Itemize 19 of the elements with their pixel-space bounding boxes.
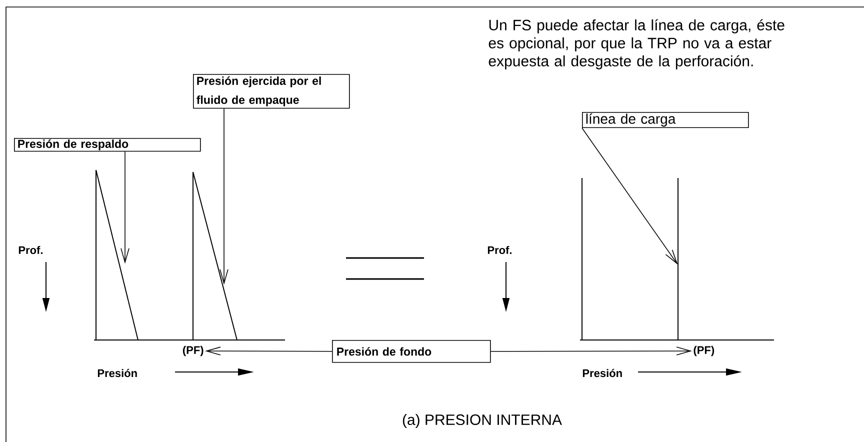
label-box: Presión de respaldo	[14, 138, 201, 152]
leader-arrow	[120, 151, 130, 264]
label-box: línea de carga	[582, 112, 749, 128]
pressure-line	[192, 172, 238, 340]
arrow	[205, 346, 332, 356]
leader-arrow	[220, 108, 228, 285]
axis-label: Presión	[582, 368, 622, 378]
axis-label: Prof.	[18, 246, 42, 254]
leader-arrow	[582, 128, 678, 265]
arrow	[490, 346, 692, 356]
axis-label: Presión	[98, 368, 137, 378]
note-text: Un FS puede afectar la línea de carga, éste es opcional, por que la TRP no va a estar expuesta al desgaste de la perforación.	[488, 19, 784, 70]
pf-label: (PF)	[694, 346, 714, 356]
label-box: Presión ejercida por el fluido de empaque	[193, 74, 350, 109]
axis-label: Prof.	[488, 246, 512, 254]
pressure-line	[96, 170, 138, 340]
label-box: Presión de fondo	[332, 340, 491, 363]
pf-label: (PF)	[182, 346, 204, 356]
caption: (a) PRESION INTERNA	[402, 414, 562, 428]
